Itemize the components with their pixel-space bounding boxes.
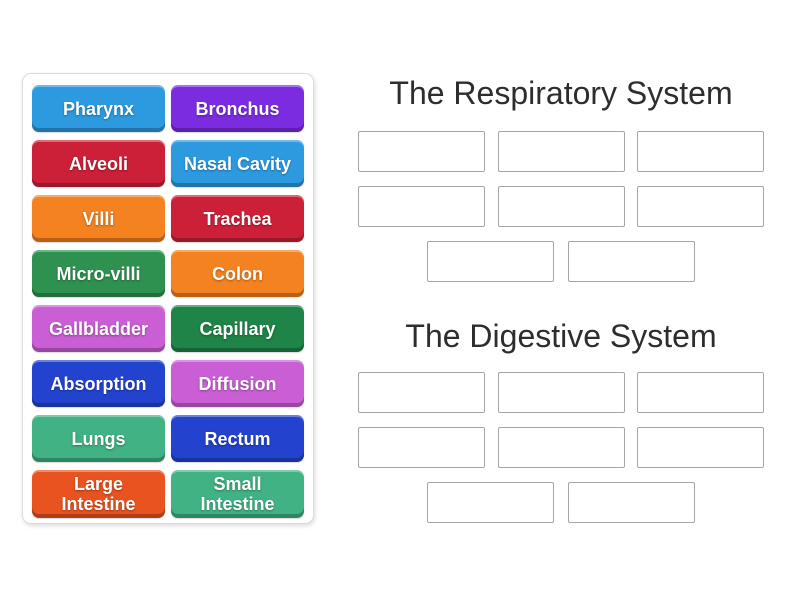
drop-slot[interactable] bbox=[427, 482, 554, 523]
tile-colon[interactable]: Colon bbox=[171, 250, 304, 297]
drop-slot[interactable] bbox=[637, 427, 764, 468]
digestive-slot-row bbox=[358, 427, 764, 468]
drop-slot[interactable] bbox=[637, 186, 764, 227]
drop-slot[interactable] bbox=[637, 131, 764, 172]
drop-slot[interactable] bbox=[568, 482, 695, 523]
respiratory-slot-row bbox=[358, 186, 764, 227]
tile-pharynx[interactable]: Pharynx bbox=[32, 85, 165, 132]
drop-slot[interactable] bbox=[637, 372, 764, 413]
drop-slot[interactable] bbox=[497, 186, 625, 227]
drop-slot[interactable] bbox=[358, 372, 485, 413]
group-title-digestive-system: The Digestive System bbox=[405, 318, 717, 354]
drop-slot[interactable] bbox=[358, 131, 485, 172]
tile-alveoli[interactable]: Alveoli bbox=[32, 140, 165, 187]
drop-slot[interactable] bbox=[497, 372, 625, 413]
drop-slot[interactable] bbox=[427, 241, 554, 282]
tile-large-intestine[interactable]: Large Intestine bbox=[32, 470, 165, 518]
tile-diffusion[interactable]: Diffusion bbox=[171, 360, 304, 407]
tile-small-intestine[interactable]: Small Intestine bbox=[171, 470, 304, 518]
drop-slot[interactable] bbox=[358, 186, 485, 227]
digestive-slot-row bbox=[358, 482, 764, 523]
tile-micro-villi[interactable]: Micro-villi bbox=[32, 250, 165, 297]
tile-trachea[interactable]: Trachea bbox=[171, 195, 304, 242]
drop-slot[interactable] bbox=[568, 241, 695, 282]
group-title-respiratory-system: The Respiratory System bbox=[389, 75, 733, 111]
digestive-slot-row bbox=[358, 372, 764, 413]
tile-gallbladder[interactable]: Gallbladder bbox=[32, 305, 165, 352]
tile-nasal-cavity[interactable]: Nasal Cavity bbox=[171, 140, 304, 187]
tile-capillary[interactable]: Capillary bbox=[171, 305, 304, 352]
tile-rectum[interactable]: Rectum bbox=[171, 415, 304, 462]
respiratory-slot-row bbox=[358, 131, 764, 172]
tile-villi[interactable]: Villi bbox=[32, 195, 165, 242]
tile-bronchus[interactable]: Bronchus bbox=[171, 85, 304, 132]
drop-slot[interactable] bbox=[497, 131, 625, 172]
tile-lungs[interactable]: Lungs bbox=[32, 415, 165, 462]
tile-absorption[interactable]: Absorption bbox=[32, 360, 165, 407]
drop-slot[interactable] bbox=[358, 427, 485, 468]
respiratory-slot-row bbox=[358, 241, 764, 282]
drop-slot[interactable] bbox=[497, 427, 625, 468]
sorting-panel: The Respiratory System The Digestive Sys… bbox=[358, 0, 764, 600]
